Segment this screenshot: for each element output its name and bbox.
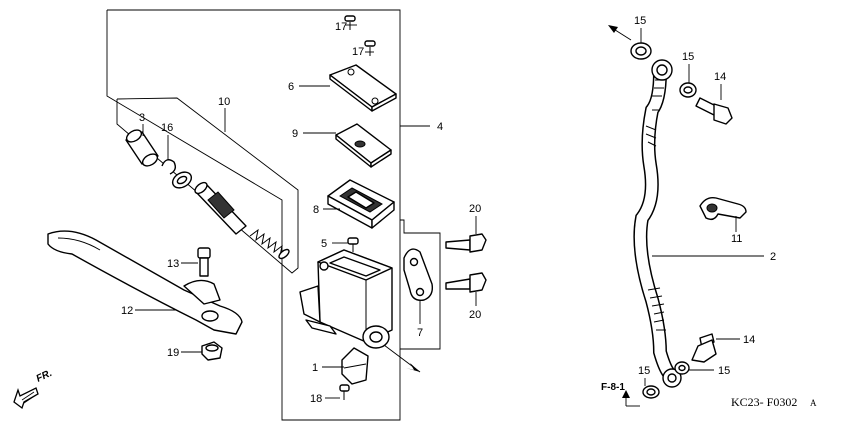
washer-15-bottom: [642, 385, 660, 399]
washer-15-upper-right: [679, 82, 697, 98]
reference-label: F-8-1: [601, 382, 625, 393]
boot-3: [125, 129, 159, 167]
callout-3: 3: [139, 112, 145, 124]
oil-bolt-14-upper: [695, 97, 733, 125]
callout-2: 2: [770, 251, 776, 263]
callout-4: 4: [437, 121, 443, 133]
callout-11: 11: [731, 233, 742, 245]
callout-17-lower: 17: [352, 46, 364, 58]
screw-18: [339, 384, 350, 400]
callout-8: 8: [313, 204, 319, 216]
piston: [194, 181, 247, 235]
banjo-lower: [662, 368, 682, 388]
arrow-top-head: [608, 25, 618, 33]
callout-15-bottom: 15: [638, 365, 650, 377]
oil-bolt-14-lower: [691, 333, 717, 363]
callout-19: 19: [167, 347, 179, 359]
figure-code: KC23- F0302: [731, 395, 797, 409]
callout-10: 10: [218, 96, 230, 108]
front-label: FR.: [35, 368, 54, 385]
pivot-bolt-13: [197, 247, 211, 277]
washer-15-lower-right: [674, 361, 690, 375]
ref-arrow-head: [622, 390, 630, 398]
piston-kit-frame: [116, 97, 299, 274]
brake-hose-2: [633, 65, 675, 379]
front-direction-arrow: [13, 387, 39, 410]
seal-ring: [171, 171, 193, 189]
callout-16: 16: [161, 122, 173, 134]
washer-15-top: [630, 42, 652, 60]
bolt-5: [347, 237, 359, 252]
diaphragm-plate-9: [335, 123, 392, 168]
master-cylinder-body: [299, 249, 421, 373]
screw-17-upper: [344, 15, 356, 30]
circlip-16: [161, 159, 177, 175]
callout-15-upper-right: 15: [682, 51, 694, 63]
assembly-frame-right: [107, 9, 441, 350]
assembly-frame-left: [106, 10, 401, 421]
callout-15-lower-right: 15: [718, 365, 730, 377]
diaphragm-8: [327, 179, 395, 229]
callout-17-upper: 17: [335, 21, 347, 33]
nut-19: [201, 341, 223, 361]
callout-18: 18: [310, 393, 322, 405]
callout-7: 7: [417, 327, 423, 339]
holder-bolt-20-lower: [445, 272, 487, 293]
callout-13: 13: [167, 258, 179, 270]
banjo-upper: [651, 59, 673, 81]
piston-spring: [249, 228, 290, 260]
callout-15-top: 15: [634, 15, 646, 27]
callout-14-upper: 14: [714, 71, 726, 83]
holder-bolt-20-upper: [445, 233, 487, 253]
callout-12: 12: [121, 305, 133, 317]
brake-switch-1: [341, 347, 369, 385]
hose-clamp-11: [699, 196, 747, 221]
callout-9: 9: [292, 128, 298, 140]
callout-20-lower: 20: [469, 309, 481, 321]
callout-1: 1: [312, 362, 318, 374]
callout-6: 6: [288, 81, 294, 93]
callout-20-upper: 20: [469, 203, 481, 215]
reservoir-cap-6: [329, 64, 397, 112]
screw-17-lower: [364, 40, 376, 56]
holder-7: [403, 248, 434, 301]
callout-14-lower: 14: [743, 334, 755, 346]
figure-suffix: A: [810, 398, 817, 408]
callout-5: 5: [321, 238, 327, 250]
brake-lever-12: [47, 230, 243, 335]
